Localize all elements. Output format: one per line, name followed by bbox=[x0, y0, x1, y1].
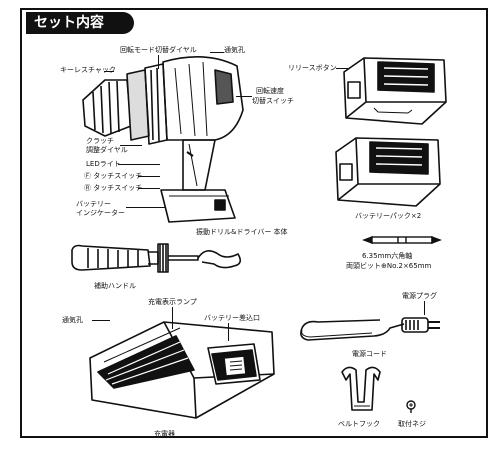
drill-illustration bbox=[82, 56, 244, 223]
drill-caption: 振動ドリル&ドライバー 本体 bbox=[196, 228, 288, 236]
charger-illustration bbox=[89, 321, 275, 419]
section-title: セット内容 bbox=[26, 12, 134, 34]
aux-handle-illustration bbox=[71, 243, 242, 273]
release-button-label: リリースボタン bbox=[288, 64, 337, 72]
bit-label-1: 6.35mm六角軸 bbox=[362, 252, 413, 260]
battery-indicator-label-2: インジケーター bbox=[76, 209, 125, 217]
clutch-label-1: クラッチ bbox=[86, 137, 114, 145]
charge-lamp-label: 充電表示ランプ bbox=[148, 298, 197, 306]
bit-illustration bbox=[362, 235, 442, 245]
belt-hook-illustration bbox=[341, 366, 381, 411]
power-cord-illustration bbox=[300, 317, 440, 341]
clutch-label-2: 調整ダイヤル bbox=[86, 146, 128, 154]
r-switch-label: Ⓡ タッチスイッチ bbox=[84, 184, 143, 192]
bit-label-2: 両頭ビット⊕No.2×65mm bbox=[346, 262, 432, 270]
aux-handle-caption: 補助ハンドル bbox=[94, 282, 136, 290]
power-cord-caption: 電源コード bbox=[352, 350, 387, 358]
screw-caption: 取付ネジ bbox=[398, 420, 426, 428]
battery-bottom-illustration bbox=[335, 137, 441, 207]
speed-switch-label-1: 回転速度 bbox=[256, 87, 284, 95]
set-contents-frame bbox=[20, 8, 488, 438]
f-switch-label: Ⓕ タッチスイッチ bbox=[84, 172, 143, 180]
battery-slot-label: バッテリー差込口 bbox=[204, 314, 260, 322]
mode-dial-label: 回転モード切替ダイヤル bbox=[120, 46, 197, 54]
battery-top-illustration bbox=[343, 57, 447, 125]
power-plug-label: 電源プラグ bbox=[402, 292, 437, 300]
charger-vent-label: 通気孔 bbox=[62, 316, 83, 324]
led-label: LEDライト bbox=[86, 160, 121, 168]
battery-caption: バッテリーパック×2 bbox=[355, 212, 422, 220]
screw-icon bbox=[406, 400, 416, 413]
chuck-label: キーレスチャック bbox=[60, 66, 116, 74]
drill-vent-label: 通気孔 bbox=[224, 46, 245, 54]
belt-hook-caption: ベルトフック bbox=[338, 420, 380, 428]
charger-caption: 充電器 bbox=[154, 430, 175, 438]
battery-indicator-label-1: バッテリー bbox=[76, 200, 111, 208]
speed-switch-label-2: 切替スイッチ bbox=[252, 97, 294, 105]
